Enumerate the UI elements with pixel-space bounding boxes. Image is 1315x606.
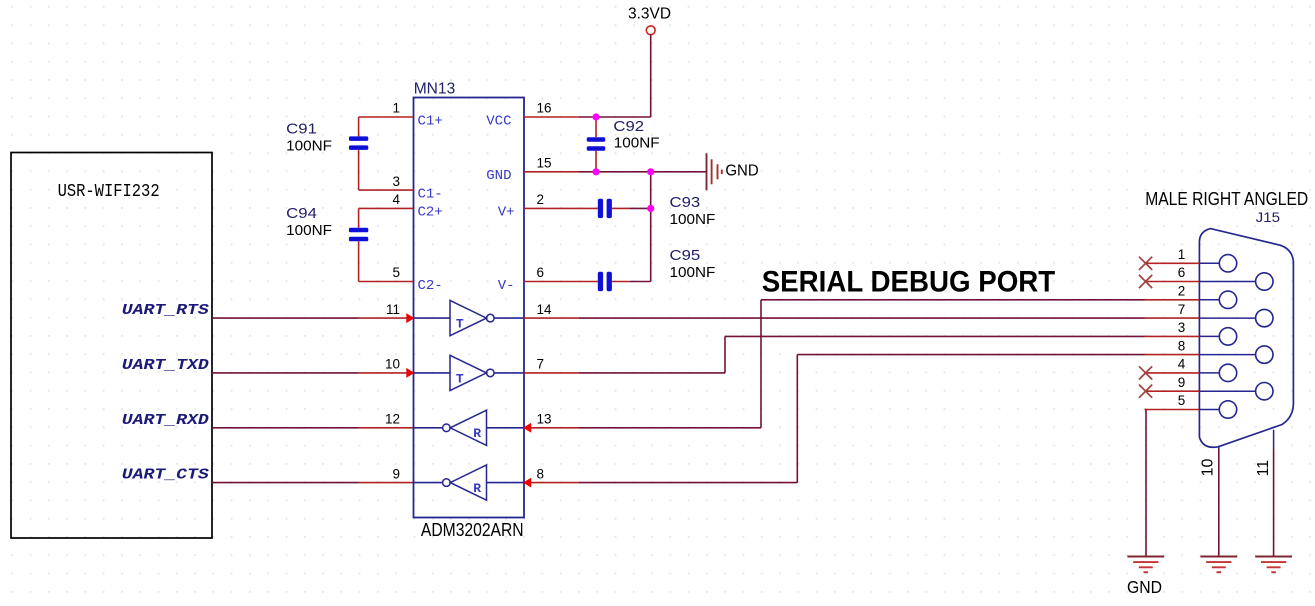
- svg-text:UART_RXD: UART_RXD: [122, 412, 209, 429]
- svg-text:C91: C91: [286, 121, 317, 138]
- svg-text:C93: C93: [670, 194, 701, 211]
- svg-text:6: 6: [1178, 265, 1186, 280]
- svg-text:ADM3202ARN: ADM3202ARN: [421, 520, 524, 540]
- svg-text:100NF: 100NF: [614, 136, 660, 152]
- svg-text:7: 7: [537, 357, 545, 372]
- svg-text:R: R: [473, 426, 481, 441]
- svg-text:5: 5: [392, 265, 400, 280]
- svg-text:11: 11: [386, 302, 400, 317]
- svg-text:GND: GND: [725, 163, 758, 180]
- svg-text:9: 9: [1178, 375, 1186, 390]
- svg-text:C1+: C1+: [418, 113, 443, 129]
- svg-text:3: 3: [1178, 320, 1186, 335]
- svg-text:C1-: C1-: [418, 186, 443, 202]
- svg-text:12: 12: [385, 412, 400, 427]
- svg-text:6: 6: [537, 265, 545, 280]
- svg-text:3.3VD: 3.3VD: [628, 5, 671, 22]
- svg-text:VCC: VCC: [486, 113, 511, 129]
- svg-text:J15: J15: [1256, 209, 1281, 225]
- svg-text:MN13: MN13: [414, 81, 456, 98]
- svg-text:UART_CTS: UART_CTS: [122, 467, 209, 484]
- svg-text:4: 4: [392, 192, 400, 207]
- svg-text:T: T: [456, 371, 464, 386]
- svg-text:100NF: 100NF: [670, 212, 716, 228]
- svg-text:T: T: [456, 317, 464, 332]
- svg-text:11: 11: [1255, 460, 1272, 477]
- svg-text:V-: V-: [498, 278, 515, 294]
- svg-text:GND: GND: [486, 168, 511, 184]
- svg-text:2: 2: [537, 192, 545, 207]
- svg-text:C95: C95: [670, 247, 701, 264]
- svg-text:8: 8: [537, 466, 545, 481]
- svg-text:100NF: 100NF: [286, 223, 332, 239]
- svg-text:C2+: C2+: [418, 205, 443, 221]
- svg-text:C94: C94: [286, 205, 317, 222]
- svg-text:100NF: 100NF: [286, 139, 332, 155]
- svg-text:10: 10: [385, 357, 400, 372]
- svg-text:14: 14: [537, 302, 553, 317]
- svg-text:9: 9: [392, 466, 400, 481]
- svg-text:1: 1: [1178, 247, 1186, 262]
- svg-text:1: 1: [392, 101, 400, 116]
- svg-text:UART_RTS: UART_RTS: [122, 302, 209, 319]
- svg-text:100NF: 100NF: [670, 265, 716, 281]
- svg-text:2: 2: [1178, 284, 1186, 299]
- svg-text:C92: C92: [613, 118, 644, 135]
- svg-text:R: R: [473, 481, 481, 496]
- svg-text:3: 3: [392, 174, 400, 189]
- svg-text:SERIAL DEBUG PORT: SERIAL DEBUG PORT: [762, 266, 1055, 299]
- svg-text:8: 8: [1178, 338, 1186, 353]
- svg-text:UART_TXD: UART_TXD: [122, 357, 209, 374]
- svg-text:13: 13: [537, 412, 552, 427]
- svg-text:MALE RIGHT ANGLED: MALE RIGHT ANGLED: [1145, 189, 1308, 209]
- svg-text:16: 16: [537, 101, 552, 116]
- svg-text:5: 5: [1178, 393, 1186, 408]
- svg-text:V+: V+: [498, 205, 515, 221]
- svg-text:C2-: C2-: [418, 278, 443, 294]
- svg-text:4: 4: [1178, 357, 1186, 372]
- svg-text:7: 7: [1178, 302, 1186, 317]
- svg-text:10: 10: [1199, 459, 1216, 477]
- svg-text:GND: GND: [1127, 577, 1162, 597]
- svg-text:15: 15: [537, 156, 552, 171]
- svg-text:USR-WIFI232: USR-WIFI232: [58, 181, 160, 202]
